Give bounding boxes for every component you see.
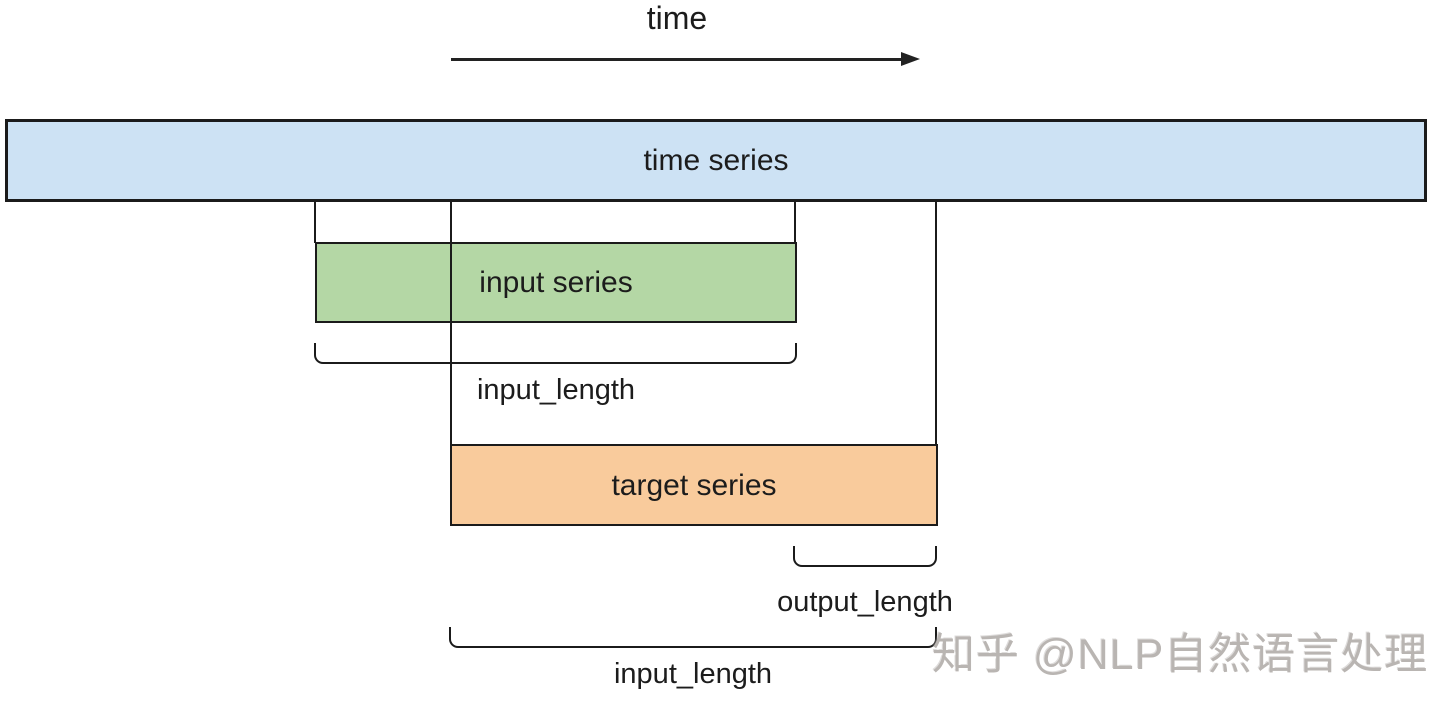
time-arrow-head-icon	[901, 52, 920, 66]
input-length-bottom-label: input_length	[613, 658, 773, 690]
time-axis-label: time	[646, 0, 708, 36]
time-series-bar-label: time series	[643, 144, 789, 177]
time-series-bar: time series	[5, 119, 1427, 202]
connector-line-input-right	[794, 202, 796, 243]
time-arrow-line	[451, 58, 903, 61]
connector-line-target-left	[450, 202, 452, 445]
input-length-bottom-bracket	[449, 627, 937, 648]
target-series-bar: target series	[450, 444, 938, 526]
input-length-top-label: input_length	[476, 374, 636, 406]
input-series-bar-label: input series	[479, 266, 633, 299]
target-series-bar-label: target series	[611, 468, 777, 502]
output-length-label: output_length	[777, 586, 953, 618]
output-length-bracket	[793, 546, 937, 567]
connector-line-target-right	[935, 202, 937, 445]
input-series-bar: input series	[315, 242, 797, 323]
input-length-top-bracket	[314, 343, 797, 364]
zhihu-watermark: 知乎 @NLP自然语言处理	[932, 631, 1429, 679]
connector-line-input-left	[314, 202, 316, 243]
